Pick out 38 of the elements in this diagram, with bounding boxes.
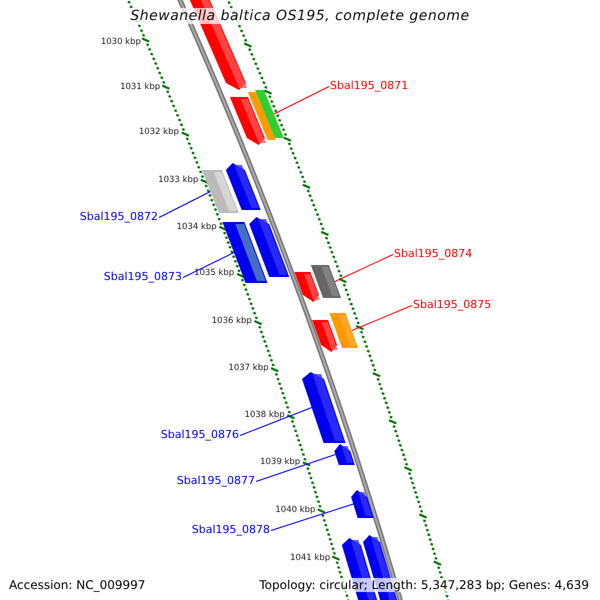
gene-block — [255, 90, 284, 138]
gene-block — [334, 444, 355, 465]
accession-text: Accession: NC_009997 — [7, 578, 148, 592]
tick-label: 1030 kbp — [100, 37, 141, 47]
leader-line — [270, 504, 354, 531]
gene-block — [294, 272, 320, 302]
gene-block — [302, 372, 346, 443]
leader-line — [158, 191, 211, 218]
gene-label: Sbal195_0876 — [160, 428, 239, 441]
genome-info-text: Topology: circular; Length: 5,347,283 bp; Genes: 4,639 — [257, 578, 591, 592]
gene-label: Sbal195_0873 — [104, 270, 182, 283]
tick-label: 1041 kbp — [290, 553, 330, 563]
gene-block — [312, 320, 338, 352]
gene-label: Sbal195_0875 — [413, 298, 492, 311]
tick-label: 1034 kbp — [176, 222, 217, 232]
gene-block — [230, 97, 266, 145]
gene-block — [248, 92, 276, 140]
tick-label: 1031 kbp — [120, 82, 160, 92]
tick-label: 1036 kbp — [212, 316, 252, 326]
tick-label: 1040 kbp — [275, 505, 316, 515]
tick-label: 1038 kbp — [244, 410, 285, 420]
gene-label: Sbal195_0871 — [330, 79, 408, 92]
gene-block — [351, 490, 374, 518]
gene-label: Sbal195_0874 — [394, 247, 472, 260]
leader-line — [182, 252, 235, 278]
tick-label: 1039 kbp — [260, 457, 300, 467]
leader-line — [256, 454, 336, 482]
leader-line — [240, 407, 312, 436]
leader-line — [334, 254, 394, 282]
tick-label: 1032 kbp — [138, 127, 179, 137]
gene-block — [202, 170, 239, 213]
gene-label: Sbal195_0872 — [80, 210, 158, 223]
leader-line — [274, 86, 330, 114]
leader-line — [351, 305, 412, 331]
gene-label: Sbal195_0877 — [176, 474, 255, 487]
tick-label: 1035 kbp — [194, 268, 234, 278]
gene-label: Sbal195_0878 — [192, 523, 270, 536]
tick-label: 1037 kbp — [228, 363, 269, 373]
